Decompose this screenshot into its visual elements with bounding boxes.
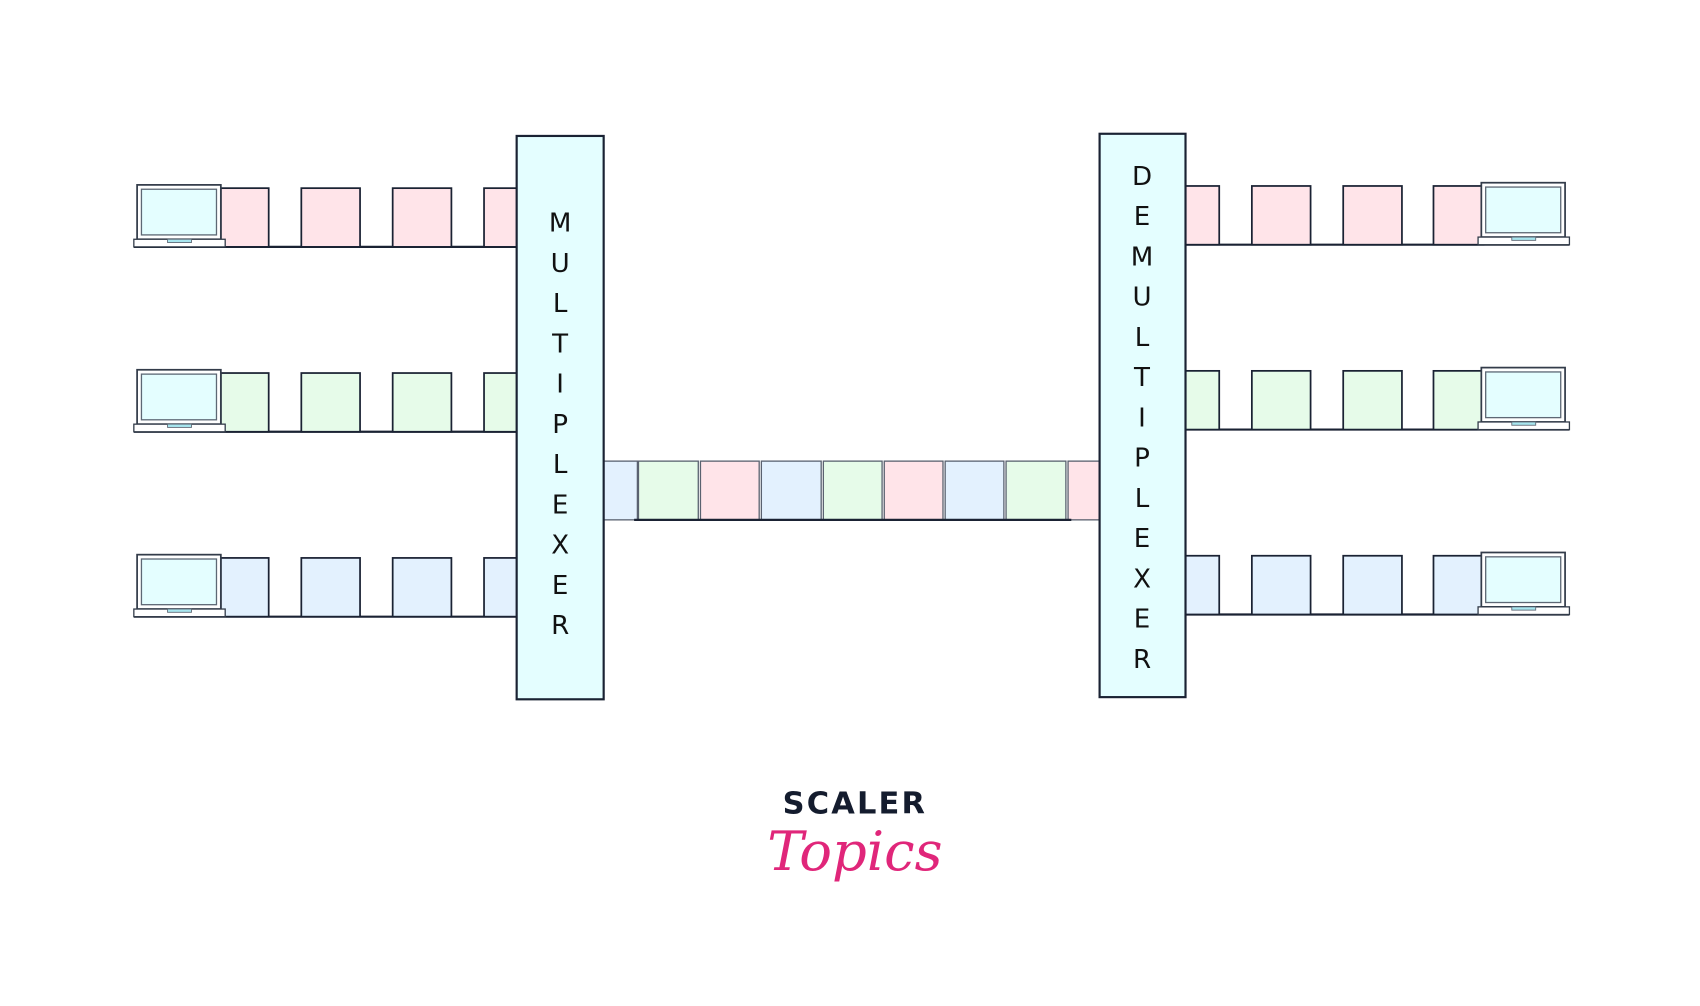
label-letter: P (1134, 444, 1150, 474)
packet (1342, 185, 1403, 246)
label-letter: R (1133, 645, 1151, 675)
packet (1005, 460, 1067, 521)
packet (1342, 369, 1403, 431)
packet (599, 460, 639, 521)
packet (822, 460, 883, 521)
label-letter: L (553, 289, 568, 319)
label-letter: T (1133, 363, 1151, 393)
label-letter: U (551, 249, 570, 279)
label-letter: L (1135, 323, 1150, 353)
packet (883, 460, 944, 521)
label-letter: P (552, 410, 568, 440)
packet (391, 372, 453, 433)
label-letter: L (1135, 484, 1150, 514)
packet (699, 460, 760, 521)
right-channel-2 (1179, 366, 1571, 431)
packet (1250, 554, 1312, 616)
logo-scaler: SCALER (783, 787, 928, 822)
packet (1432, 185, 1485, 246)
label-letter: X (1133, 564, 1151, 594)
packet (300, 372, 361, 433)
packet (1067, 460, 1104, 521)
right-channel-3 (1179, 551, 1571, 616)
label-letter: U (1132, 283, 1151, 313)
packet (944, 460, 1005, 521)
packet (391, 557, 453, 618)
packet (637, 460, 699, 521)
scaler-topics-logo: SCALER Topics (767, 787, 942, 884)
laptop-icon (132, 368, 227, 433)
packet (300, 187, 361, 248)
packet (391, 187, 453, 248)
laptop-icon (1477, 366, 1571, 431)
packet (219, 372, 270, 433)
laptop-icon (132, 184, 227, 248)
packet (300, 557, 361, 618)
label-letter: X (551, 531, 569, 561)
right-channel-1 (1179, 181, 1571, 246)
laptop-icon (132, 553, 227, 618)
packet (1250, 369, 1312, 431)
laptop-icon (1477, 551, 1571, 616)
packet (1432, 369, 1485, 431)
label-letter: D (1132, 162, 1152, 192)
packet (219, 557, 270, 618)
label-letter: I (556, 370, 564, 400)
logo-topics: Topics (767, 820, 942, 883)
label-letter: E (552, 490, 569, 520)
label-letter: M (549, 209, 572, 239)
label-letter: T (551, 329, 569, 359)
label-letter: M (1131, 242, 1154, 272)
laptop-icon (1477, 181, 1571, 246)
shared-channel (599, 460, 1104, 521)
left-channel-3 (132, 553, 529, 618)
packet (1432, 554, 1485, 616)
left-channel-1 (132, 184, 529, 248)
label-letter: I (1138, 403, 1146, 433)
label-letter: E (1134, 524, 1151, 554)
label-letter: E (1134, 202, 1151, 232)
label-letter: E (1134, 605, 1151, 635)
label-letter: E (552, 571, 569, 601)
label-letter: R (551, 611, 569, 641)
packet (1250, 185, 1312, 246)
packet (760, 460, 822, 521)
packet (1342, 554, 1403, 616)
packet (219, 187, 270, 248)
left-channel-2 (132, 368, 529, 433)
label-letter: L (553, 450, 568, 480)
